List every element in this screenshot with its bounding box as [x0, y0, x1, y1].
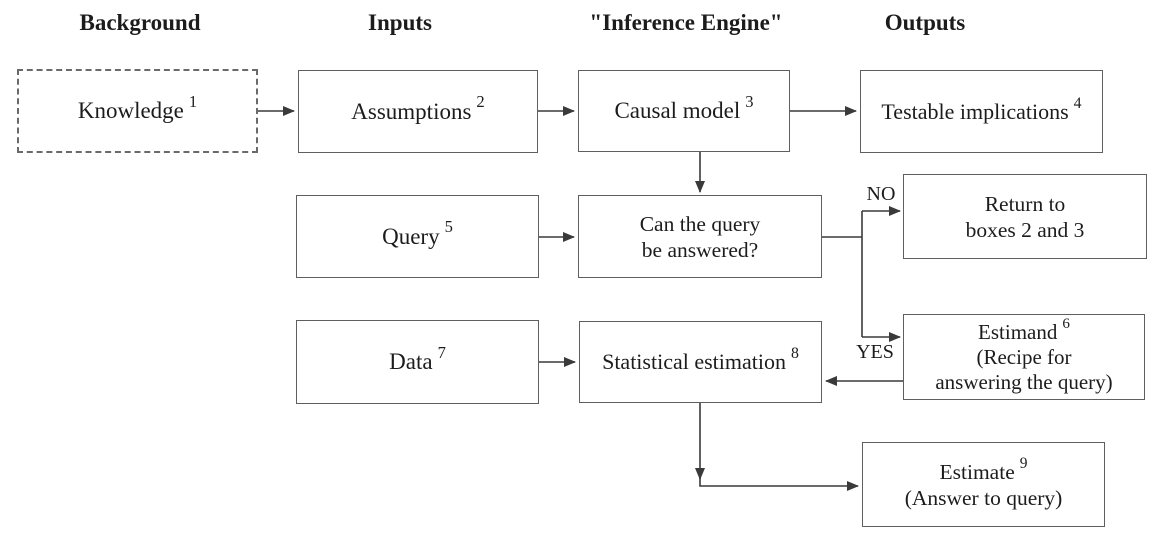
- box-return-line2: boxes 2 and 3: [965, 217, 1085, 242]
- column-header-background: Background: [79, 10, 201, 35]
- box-estimand-line3: answering the query): [935, 369, 1113, 394]
- column-header-outputs: Outputs: [884, 10, 966, 35]
- box-can-query-line1: Can the query: [639, 211, 761, 236]
- column-header-inputs: Inputs: [368, 10, 432, 35]
- column-header-inference-engine: "Inference Engine": [589, 10, 783, 35]
- branch-label-no: NO: [866, 183, 896, 205]
- box-can-query-be-answered: Can the query be answered?: [578, 195, 822, 278]
- box-return-line1: Return to: [984, 191, 1066, 216]
- box-can-query-line2: be answered?: [641, 237, 759, 262]
- box-estimate-line2: (Answer to query): [904, 485, 1063, 510]
- box-estimand-line2: (Recipe for: [976, 344, 1072, 369]
- branch-label-yes: YES: [856, 341, 894, 363]
- arrow-corner-to-estimate: [699, 478, 859, 491]
- box-return-to-boxes: Return to boxes 2 and 3: [903, 174, 1147, 259]
